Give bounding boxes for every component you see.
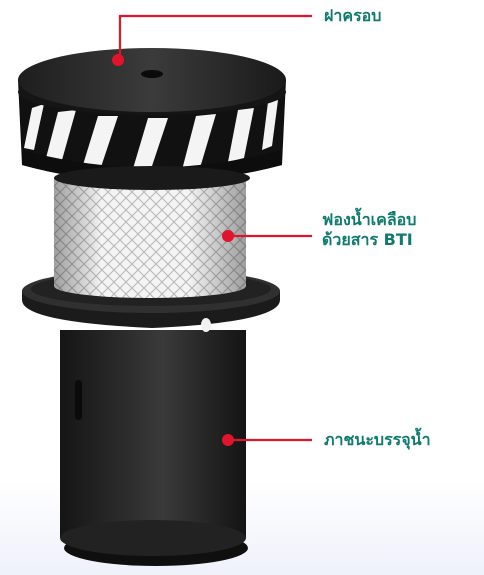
container-marker-dot bbox=[222, 434, 234, 446]
container-label: ภาชนะบรรจุน้ำ bbox=[324, 430, 431, 449]
water-container bbox=[60, 330, 248, 566]
sponge-label: ฟองน้ำเคลือบ ด้วยสาร BTI bbox=[322, 210, 416, 250]
side-slot bbox=[75, 380, 82, 420]
lid bbox=[18, 48, 286, 190]
bti-sponge bbox=[54, 178, 246, 298]
lid-label: ฝาครอบ bbox=[324, 6, 382, 25]
lid-vents bbox=[24, 100, 278, 172]
lid-center-hole bbox=[141, 70, 163, 78]
callout-sponge bbox=[222, 230, 312, 242]
callout-container bbox=[222, 434, 312, 446]
lid-marker-dot bbox=[112, 54, 124, 66]
sponge-marker-dot bbox=[222, 230, 234, 242]
sponge-label-line-2: ด้วยสาร BTI bbox=[322, 230, 413, 249]
callout-lid bbox=[112, 14, 312, 66]
vent-hole bbox=[201, 318, 211, 332]
sponge-label-line-1: ฟองน้ำเคลือบ bbox=[322, 210, 417, 229]
